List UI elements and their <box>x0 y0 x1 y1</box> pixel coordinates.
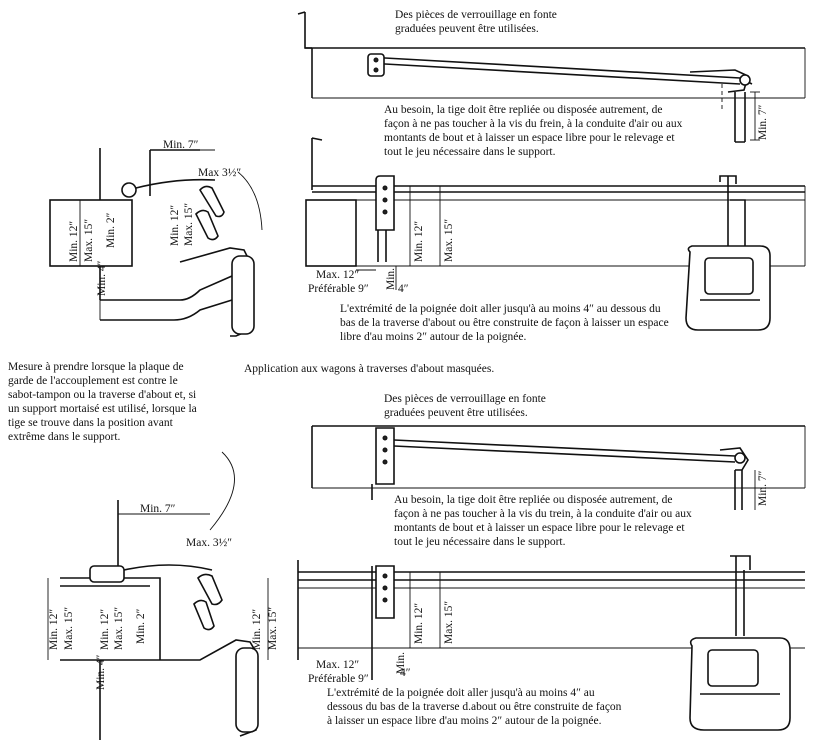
bottom-left-max15-b-label: Max. 15″ <box>113 607 125 650</box>
bottom-casting-note: Des pièces de verrouillage en fonte grad… <box>384 393 546 419</box>
bottom-left-min12-label: Min. 12″ <box>48 609 60 650</box>
top-min7-vertical-label: Min. 7″ <box>757 104 769 140</box>
bottom-4in-label: 4″ <box>400 667 411 679</box>
top-left-max15-label: Max. 15″ <box>83 219 95 262</box>
bottom-side-elevation: Min. 12″ Max. 15″ Min. 4″ Max. 12″ Préfé… <box>297 555 805 731</box>
top-left-min7-label: Min. 7″ <box>163 139 199 151</box>
masked-end-sill-caption: Application aux wagons à traverses d'abo… <box>244 363 495 375</box>
bottom-max15-label: Max. 15″ <box>443 601 455 644</box>
top-min12-label: Min. 12″ <box>413 221 425 262</box>
bottom-left-min4-label: Min. 4″ <box>95 654 107 690</box>
top-max15-label: Max. 15″ <box>443 219 455 262</box>
bottom-left-min2-label: Min. 2″ <box>135 608 147 644</box>
top-min4-label-a: Min. <box>385 268 397 290</box>
bottom-reroute-note: Au besoin, la tige doit être repliée ou … <box>394 494 692 548</box>
bottom-left-max3half-label: Max. 3½″ <box>186 537 232 549</box>
top-max12-label: Max. 12″ <box>316 269 359 281</box>
top-left-max15-b-label: Max. 15″ <box>183 203 195 246</box>
bottom-left-end-view: Min. 7″ Max. 3½″ Min. 12″ Max. 15″ Min. … <box>47 451 279 740</box>
top-pref9-label: Préférable 9″ <box>308 283 369 295</box>
top-left-min4-label: Min. 4″ <box>96 260 108 296</box>
bottom-max12-label: Max. 12″ <box>316 659 359 671</box>
top-left-max3half-label: Max 3½″ <box>198 167 241 179</box>
top-casting-note: Des pièces de verrouillage en fonte grad… <box>395 9 557 35</box>
bottom-left-max15-c-label: Max. 15″ <box>267 607 279 650</box>
bottom-left-max15-label: Max. 15″ <box>63 607 75 650</box>
top-reroute-note: Au besoin, la tige doit être repliée ou … <box>384 104 683 158</box>
top-side-elevation: Min. 12″ Max. 15″ Min. 4″ Max. 12″ Préfé… <box>305 137 806 331</box>
top-left-end-view: Min. 7″ Max 3½″ Min. 12″ Max. 15″ Min. 2… <box>49 139 263 337</box>
top-4in-label: 4″ <box>398 283 409 295</box>
bottom-car-end-drawing: Min. 7″ <box>311 425 806 510</box>
top-car-end-drawing: Min. 7″ <box>297 11 806 143</box>
bottom-min12-label: Min. 12″ <box>413 603 425 644</box>
top-left-min2-a-label: Min. 2″ <box>105 212 117 248</box>
bottom-left-min12-b-label: Min. 12″ <box>99 609 111 650</box>
top-left-min12-b-label: Min. 12″ <box>169 205 181 246</box>
bottom-left-min7-label: Min. 7″ <box>140 503 176 515</box>
top-left-min12-label: Min. 12″ <box>68 221 80 262</box>
top-handle-note: L'extrémité de la poignée doit aller jus… <box>340 303 669 343</box>
bottom-handle-note: L'extrémité de la poignée doit aller jus… <box>327 687 622 727</box>
left-measurement-note: Mesure à prendre lorsque la plaque de ga… <box>8 361 197 443</box>
bottom-min4-short-label: Min. <box>395 652 407 674</box>
bottom-left-min12-c-label: Min. 12″ <box>251 609 263 650</box>
bottom-min7-vertical-label: Min. 7″ <box>757 470 769 506</box>
bottom-pref9-label: Préférable 9″ <box>308 673 369 685</box>
